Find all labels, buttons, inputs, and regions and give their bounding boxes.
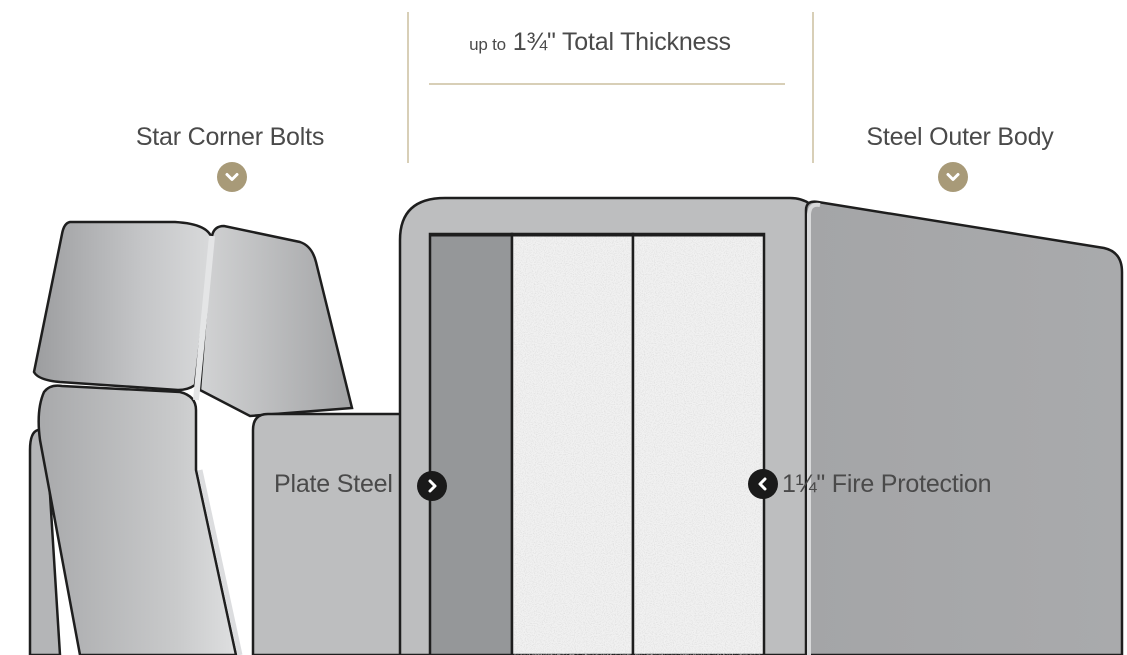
plate-steel-extension [251, 412, 432, 655]
chevron-left-circle-icon[interactable] [748, 469, 778, 499]
bolt-upper-right-face [198, 224, 354, 418]
steel-outer-body-label: Steel Outer Body [866, 123, 1054, 151]
plate-steel-layer [428, 232, 514, 655]
insulation-texture-2 [635, 236, 762, 655]
star-corner-bolt [28, 220, 354, 655]
total-thickness-label: up to 1¾" Total Thickness [400, 28, 800, 57]
bolt-lower-edge-highlight [197, 469, 243, 655]
plate-steel-label: Plate Steel [274, 470, 393, 498]
chevron-down-circle-icon[interactable] [938, 162, 968, 192]
thickness-prefix: up to [469, 35, 506, 54]
fire-protection-label: 1¼" Fire Protection [782, 470, 992, 498]
steel-outer-body-panel [804, 200, 1124, 655]
door-cross-section [251, 196, 1124, 655]
star-corner-bolts-label: Star Corner Bolts [135, 123, 325, 151]
insulation-texture-1 [514, 236, 631, 655]
bolt-upper-left-face [32, 220, 214, 392]
bolt-inner-highlight [193, 235, 215, 401]
bolt-lower-face [37, 384, 238, 655]
bolt-back-face [28, 428, 62, 655]
chevron-right-circle-icon[interactable] [417, 471, 447, 501]
thickness-value: 1¾" Total Thickness [512, 28, 731, 56]
chevron-down-circle-icon[interactable] [217, 162, 247, 192]
outer-body-edge-highlight [807, 202, 821, 655]
